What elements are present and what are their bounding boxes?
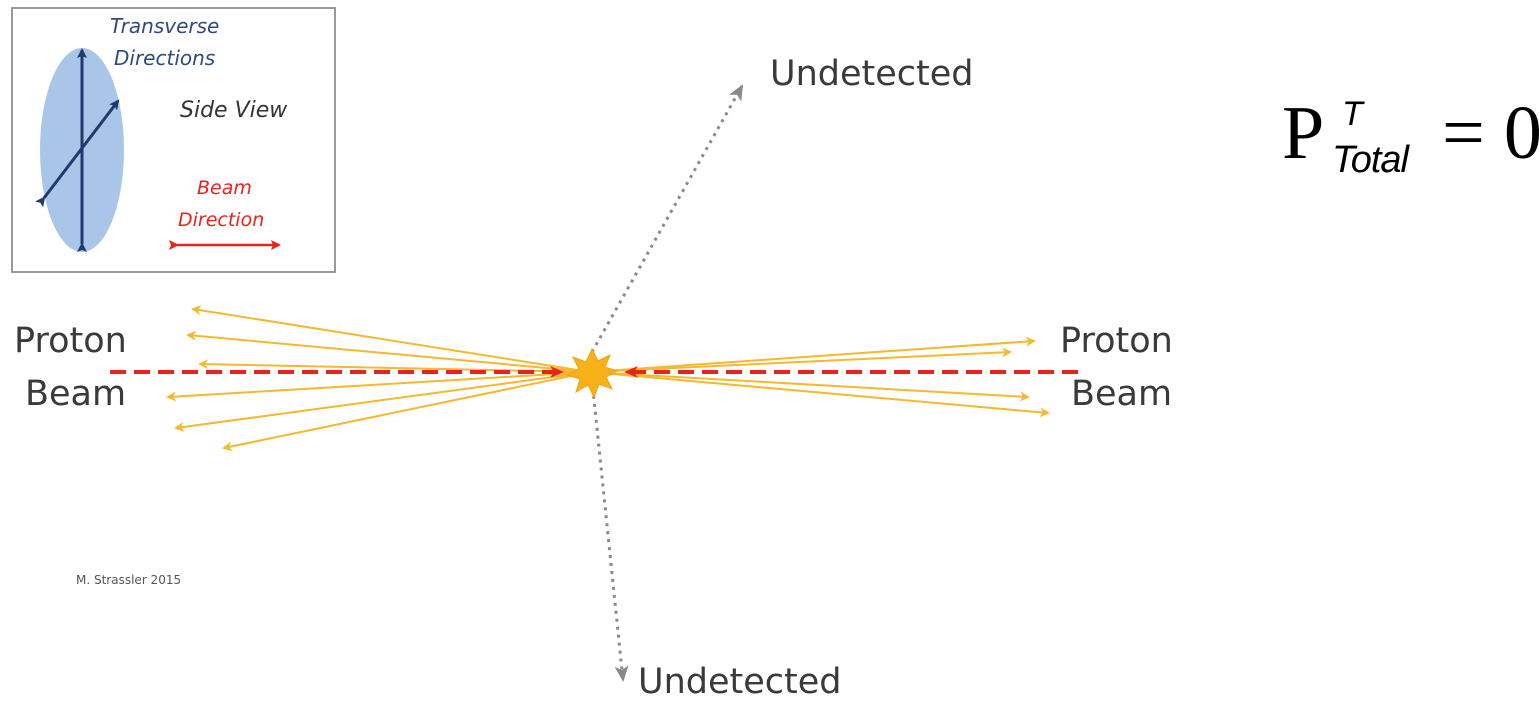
credit-text: M. Strassler 2015 (76, 573, 182, 587)
track-left-5 (174, 371, 591, 432)
undetected-label-bottom: Undetected (638, 662, 842, 702)
formula-subscript: Total (1332, 139, 1409, 181)
track-left-6 (222, 371, 591, 452)
formula-superscript: T (1342, 95, 1363, 133)
inset-transverse-label-2: Directions (114, 46, 216, 70)
undetected-tracks (590, 84, 744, 682)
track-right-1 (589, 336, 1036, 373)
transverse-diagonal-arrow (35, 99, 120, 208)
left-beam-label-proton: Proton (14, 321, 127, 361)
right-beam-label-beam: Beam (1071, 374, 1173, 414)
track-right-2 (589, 347, 1012, 373)
formula-symbol: P (1282, 91, 1325, 175)
track-right-4 (589, 371, 1050, 418)
formula-rhs: = 0 (1442, 91, 1539, 175)
track-right-3 (589, 371, 1030, 402)
particle-tracks (166, 305, 1050, 452)
track-left-4 (166, 371, 591, 402)
undetected-track-top (590, 84, 744, 353)
track-left-1 (191, 305, 591, 373)
inset-direction-label: Direction (178, 209, 265, 231)
collision-burst-icon (565, 347, 619, 399)
inset-transverse-label-1: Transverse (110, 14, 220, 38)
undetected-track-bottom (590, 379, 629, 682)
undetected-label-top: Undetected (770, 54, 974, 94)
right-beam-label-proton: Proton (1060, 321, 1173, 361)
inset-beam-label: Beam (197, 177, 252, 199)
collision-star (565, 347, 619, 399)
left-beam-label-beam: Beam (25, 374, 127, 414)
inset-box (11, 7, 336, 273)
track-left-2 (186, 330, 591, 373)
inset-side-view-label: Side View (180, 98, 288, 123)
